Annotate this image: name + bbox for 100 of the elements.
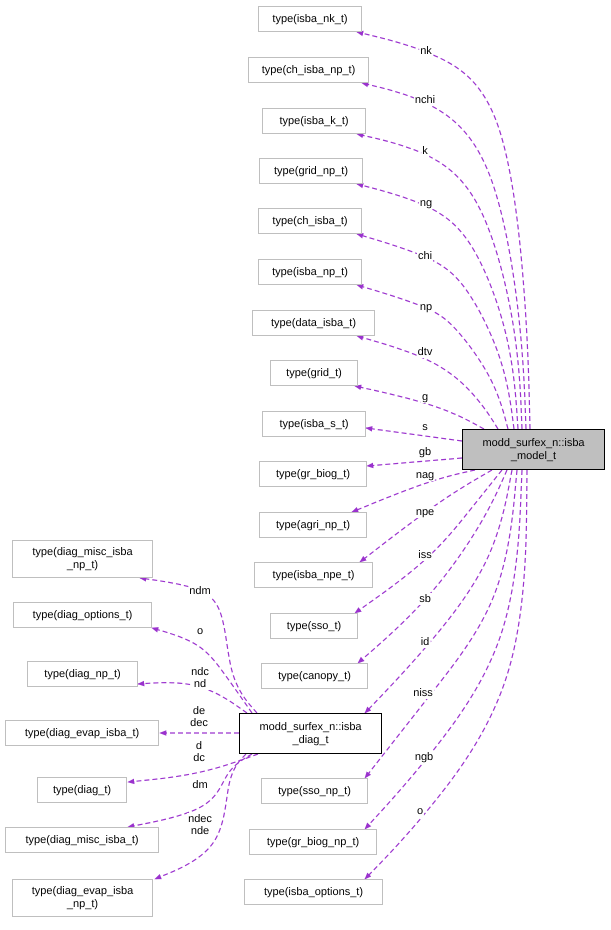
class-name: type(grid_np_t) xyxy=(273,164,349,178)
dashed-arrow xyxy=(359,469,492,562)
edge-label: dm xyxy=(191,779,209,791)
class-name: type(sso_np_t) xyxy=(277,784,352,798)
class-name: type(grid_t) xyxy=(285,366,343,380)
type-box xyxy=(254,562,373,588)
type-box xyxy=(270,360,358,386)
class-name: type(isba_options_t) xyxy=(262,886,364,898)
type-box xyxy=(261,778,368,804)
type-box xyxy=(244,879,383,905)
dashed-arrow xyxy=(354,384,484,430)
edge-label: d dc xyxy=(192,740,206,764)
class-name: type(isba_s_t) xyxy=(278,418,350,430)
edge-label: ndec nde xyxy=(187,813,213,837)
class-box xyxy=(462,429,605,470)
type-box xyxy=(258,208,362,234)
type-box xyxy=(262,411,366,437)
edge-label: iss xyxy=(417,549,433,561)
dashed-arrow xyxy=(365,426,462,442)
type-box xyxy=(248,57,369,83)
type-box xyxy=(249,829,377,855)
type-box xyxy=(27,661,138,687)
class-name: type(diag_options_t) xyxy=(32,608,134,622)
edge-label: ndc nd xyxy=(190,666,210,690)
dashed-arrow xyxy=(127,753,258,784)
class-name: modd_surfex_n::isba _model_t xyxy=(481,436,586,462)
dashed-arrow xyxy=(351,469,476,513)
class-name: type(diag_evap_isba_t) xyxy=(24,726,140,740)
class-name: type(diag_evap_isba _np_t) xyxy=(30,885,134,911)
dashed-arrow xyxy=(159,730,239,736)
dashed-arrow xyxy=(361,82,527,430)
type-box xyxy=(13,602,152,628)
class-name: type(isba_k_t) xyxy=(278,114,350,128)
class-name: type(isba_nk_t) xyxy=(271,12,349,26)
type-box xyxy=(261,663,368,689)
class-name: type(gr_biog_np_t) xyxy=(266,836,360,848)
class-name: type(ch_isba_np_t) xyxy=(260,64,356,76)
edge-label: g xyxy=(420,391,430,403)
class-name: type(gr_biog_t) xyxy=(275,468,351,480)
type-box xyxy=(258,6,362,32)
edge-label: sb xyxy=(418,593,432,605)
edge-label: chi xyxy=(416,250,434,262)
edge-label: niss xyxy=(412,687,434,699)
edge-label: ngb xyxy=(414,751,434,763)
edge-label: npe xyxy=(414,506,436,518)
class-box xyxy=(239,713,382,754)
type-box xyxy=(37,777,127,803)
type-box xyxy=(5,827,159,853)
dashed-arrow xyxy=(137,680,248,714)
dashed-arrow xyxy=(364,470,518,779)
class-name: type(diag_misc_isba_t) xyxy=(24,834,140,846)
edge-label: id xyxy=(420,636,430,648)
dashed-arrow xyxy=(366,457,462,468)
type-box xyxy=(5,720,159,746)
dashed-arrow xyxy=(364,470,513,714)
class-name: modd_surfex_n::isba _diag_t xyxy=(258,720,363,746)
edge-label: k xyxy=(421,145,429,157)
edge-label: np xyxy=(418,301,434,313)
class-name: type(data_isba_t) xyxy=(270,316,357,330)
edge-label: nk xyxy=(419,45,433,57)
type-box xyxy=(262,108,366,134)
edge-label: ng xyxy=(418,197,434,209)
edge-label: ndm xyxy=(188,585,212,597)
dashed-arrow xyxy=(154,754,246,880)
dashed-arrow xyxy=(356,335,498,430)
class-name: type(agri_np_t) xyxy=(275,518,351,532)
dashed-arrow xyxy=(356,132,523,430)
class-name: type(ch_isba_t) xyxy=(271,214,349,228)
class-name: type(isba_np_t) xyxy=(271,266,349,278)
edge-label: nchi xyxy=(414,94,436,106)
type-box xyxy=(258,259,362,285)
edge-label: o xyxy=(196,625,204,637)
class-name: type(isba_npe_t) xyxy=(272,568,356,582)
edge-label: s xyxy=(421,421,429,433)
class-name: type(sso_t) xyxy=(286,620,342,632)
dashed-arrow xyxy=(356,284,509,430)
edge-label: nag xyxy=(414,469,436,481)
type-box xyxy=(259,512,367,538)
type-box xyxy=(12,540,153,578)
edge-label: dtv xyxy=(416,346,434,358)
class-name: type(diag_np_t) xyxy=(43,668,122,680)
type-box xyxy=(12,879,153,917)
dashed-arrow xyxy=(356,30,531,430)
dashed-arrow xyxy=(356,233,515,430)
class-name: type(diag_t) xyxy=(52,784,112,796)
dashed-arrow xyxy=(354,470,502,614)
dashed-arrow xyxy=(151,627,252,714)
class-name: type(diag_misc_isba _np_t) xyxy=(31,546,134,572)
type-box xyxy=(259,461,367,487)
type-box xyxy=(259,158,363,184)
type-box xyxy=(270,613,358,639)
class-name: type(canopy_t) xyxy=(277,670,352,682)
edge-label: o xyxy=(416,805,424,817)
edge-label: gb xyxy=(418,446,432,458)
dashed-arrow xyxy=(356,182,519,430)
type-box xyxy=(252,310,375,336)
dashed-arrow xyxy=(139,576,258,714)
dashed-arrow xyxy=(127,753,252,829)
dashed-arrow xyxy=(357,470,508,664)
edge-label: de dec xyxy=(189,705,209,729)
